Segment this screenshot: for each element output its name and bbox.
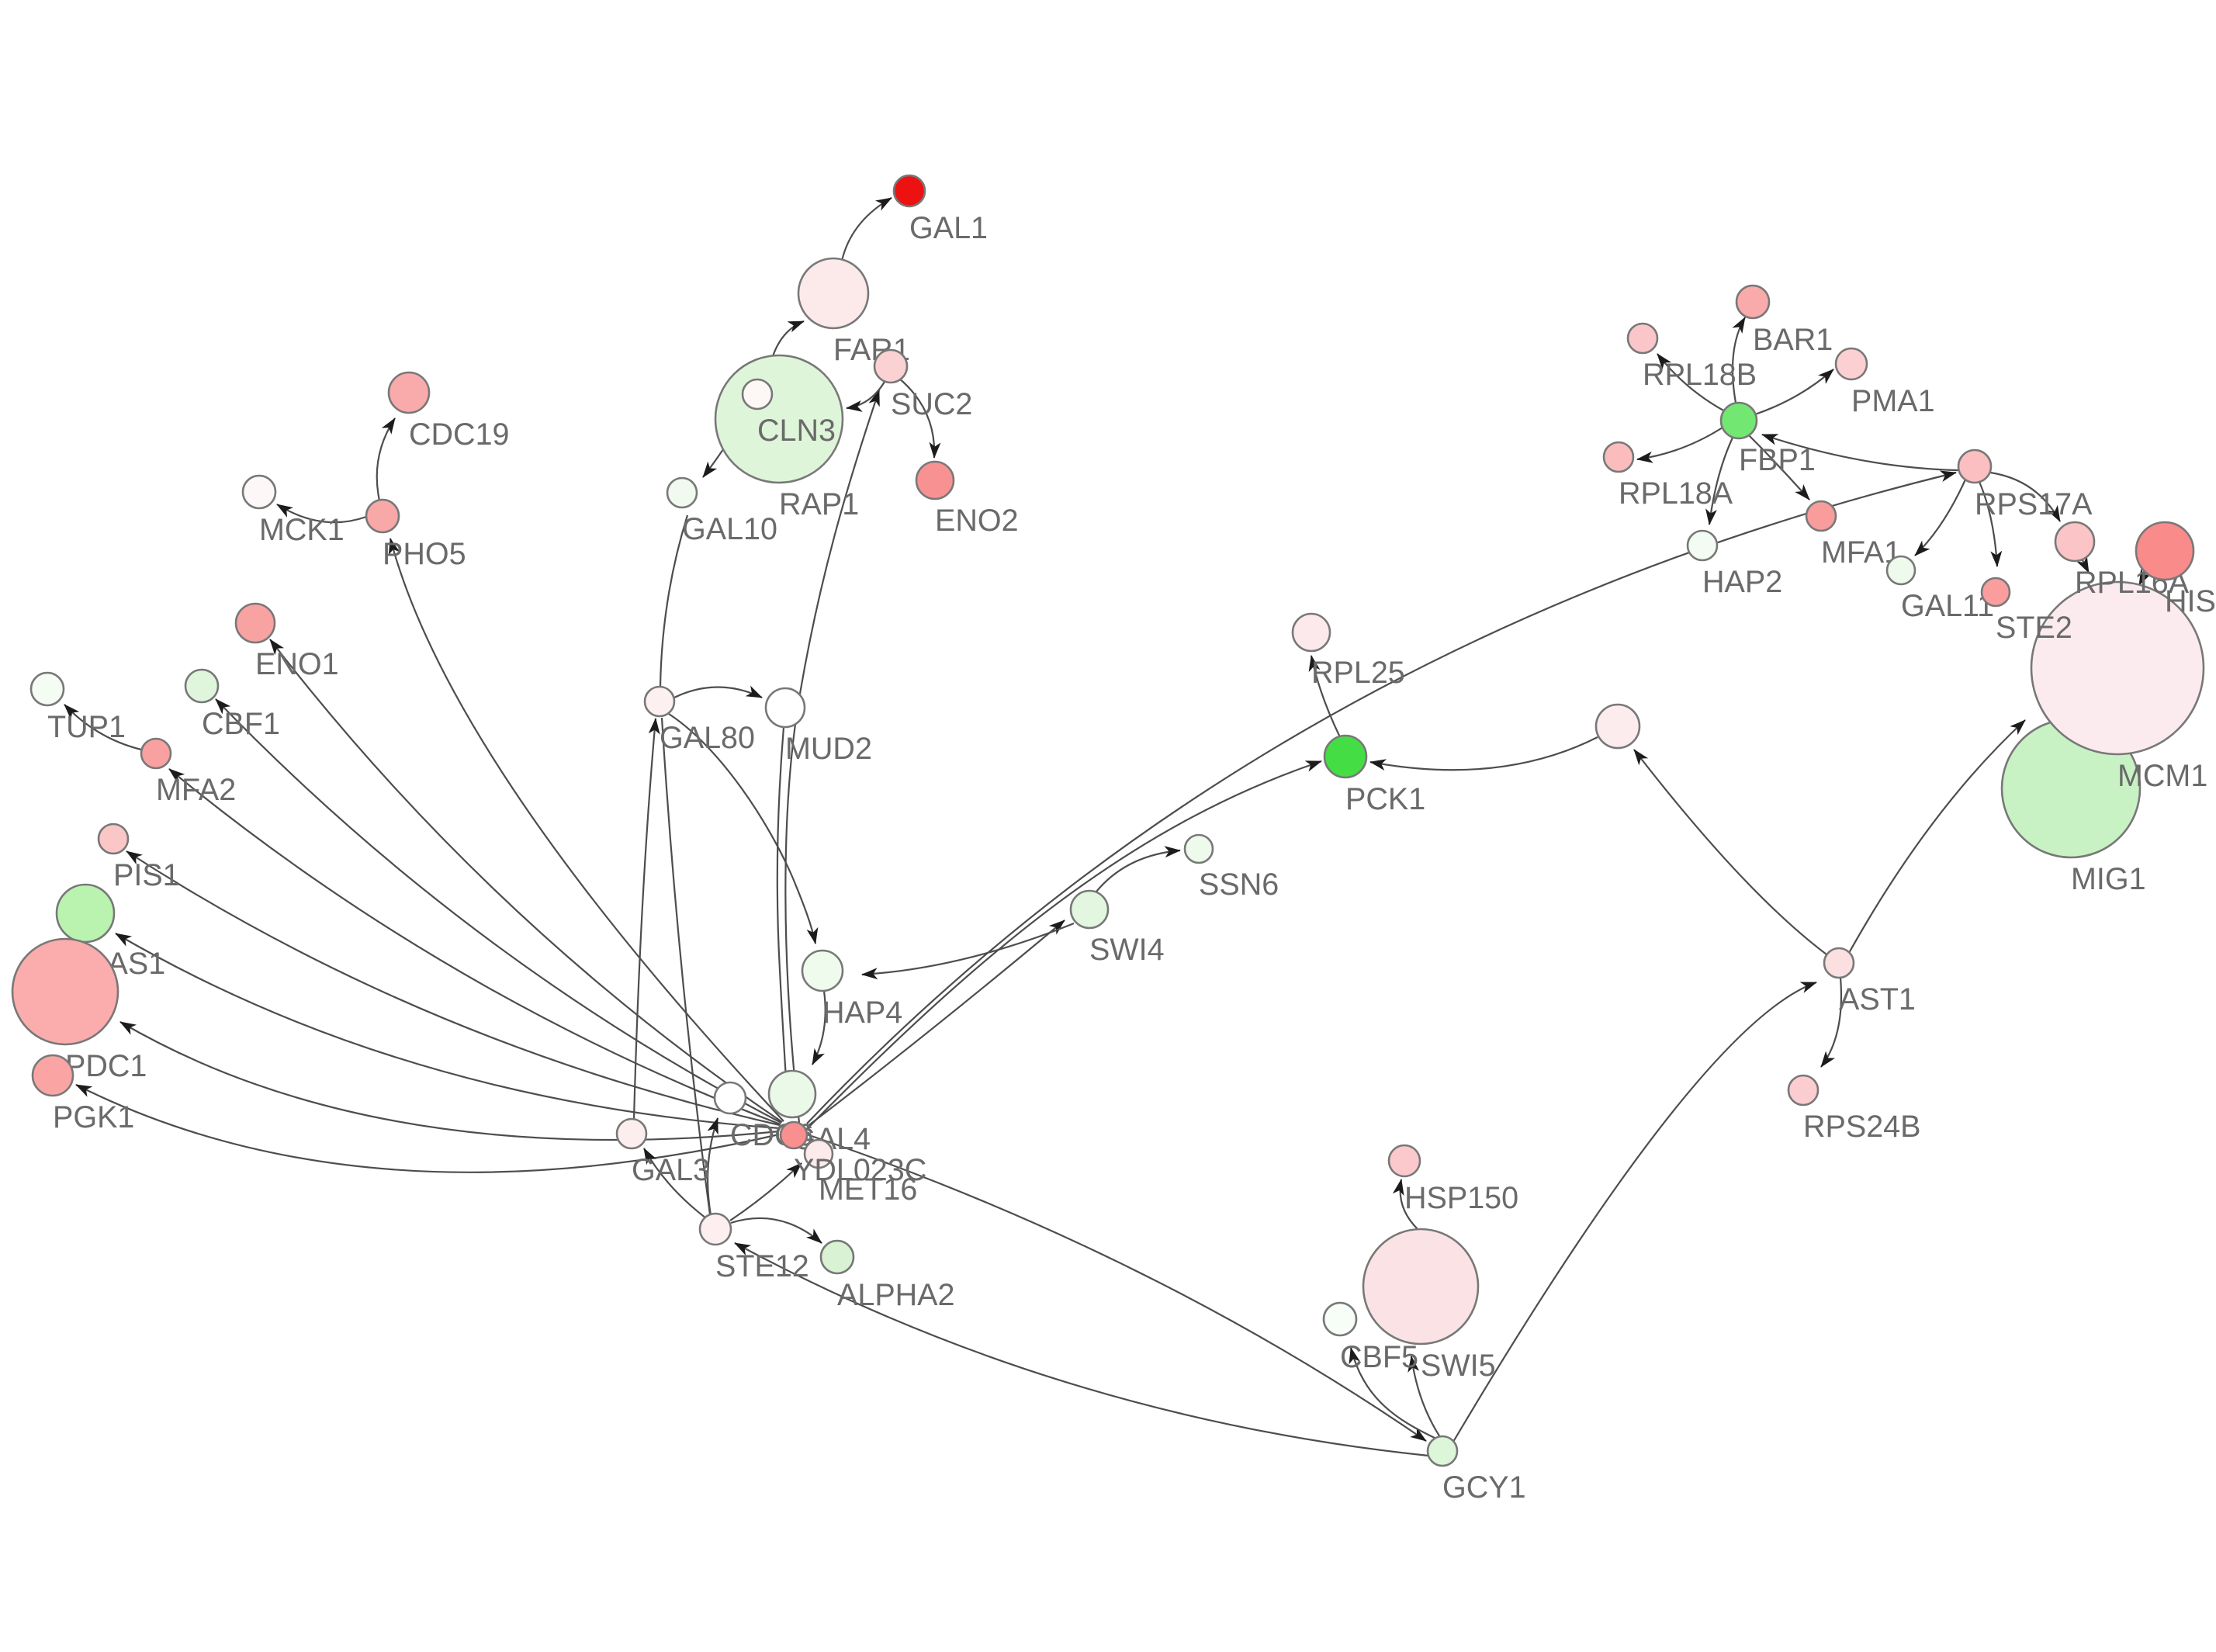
svg-text:CBF1: CBF1 <box>202 707 280 741</box>
svg-text:PGK1: PGK1 <box>53 1100 134 1134</box>
svg-text:GAL80: GAL80 <box>660 721 755 755</box>
svg-text:CDC19: CDC19 <box>409 417 510 452</box>
svg-text:BAR1: BAR1 <box>1753 323 1833 357</box>
svg-text:AST1: AST1 <box>1839 982 1916 1016</box>
svg-text:MFA2: MFA2 <box>156 773 236 807</box>
svg-text:RAP1: RAP1 <box>779 487 859 521</box>
svg-text:FBP1: FBP1 <box>1739 443 1816 477</box>
svg-text:GAL3: GAL3 <box>632 1153 710 1187</box>
svg-text:GCY1: GCY1 <box>1442 1470 1526 1505</box>
svg-text:PHO5: PHO5 <box>383 537 466 571</box>
svg-text:HIS4: HIS4 <box>2165 584 2216 618</box>
svg-text:TUP1: TUP1 <box>47 710 126 744</box>
svg-text:STE2: STE2 <box>1996 611 2072 645</box>
svg-text:MUD2: MUD2 <box>785 732 872 766</box>
svg-text:CLN3: CLN3 <box>757 414 836 448</box>
svg-text:SUC2: SUC2 <box>891 387 972 421</box>
svg-text:CBF5: CBF5 <box>1340 1340 1418 1374</box>
svg-text:HSP150: HSP150 <box>1404 1181 1518 1215</box>
svg-text:MET16: MET16 <box>819 1172 917 1207</box>
svg-text:ENO1: ENO1 <box>255 647 339 681</box>
svg-text:STE12: STE12 <box>715 1249 809 1283</box>
svg-text:PCK1: PCK1 <box>1345 782 1425 816</box>
svg-text:MIG1: MIG1 <box>2071 862 2146 896</box>
svg-text:MCM1: MCM1 <box>2117 759 2207 793</box>
svg-text:SWI5: SWI5 <box>1421 1349 1496 1383</box>
svg-text:SSN6: SSN6 <box>1199 868 1279 902</box>
svg-text:PMA1: PMA1 <box>1851 384 1935 418</box>
svg-text:ENO2: ENO2 <box>935 504 1019 538</box>
svg-text:MCK1: MCK1 <box>259 513 345 547</box>
svg-text:PDC1: PDC1 <box>65 1049 147 1083</box>
svg-text:YDL023C: YDL023C <box>794 1153 926 1187</box>
svg-text:RPS17A: RPS17A <box>1975 487 2093 521</box>
svg-text:RPS24B: RPS24B <box>1803 1110 1921 1144</box>
svg-text:PIS1: PIS1 <box>113 858 180 892</box>
svg-text:GAL11: GAL11 <box>1901 589 1994 623</box>
svg-text:HAP2: HAP2 <box>1702 565 1782 599</box>
svg-text:SWI4: SWI4 <box>1089 933 1165 967</box>
svg-text:ALPHA2: ALPHA2 <box>837 1278 955 1312</box>
svg-text:RPL18A: RPL18A <box>1619 476 1733 511</box>
svg-text:RPL18B: RPL18B <box>1643 358 1757 392</box>
svg-text:GAL10: GAL10 <box>682 512 777 546</box>
svg-text:HAP4: HAP4 <box>822 996 902 1030</box>
svg-text:RPL25: RPL25 <box>1311 656 1405 690</box>
svg-text:GAL1: GAL1 <box>909 211 988 245</box>
